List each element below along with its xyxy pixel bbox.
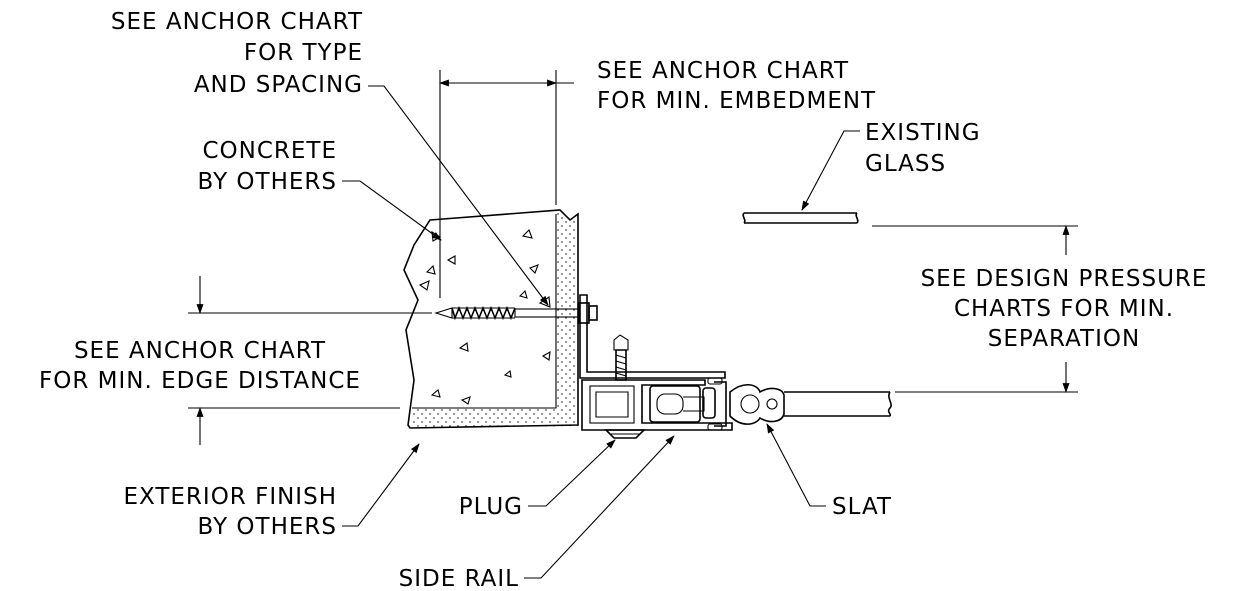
label-glass-line1: EXISTING (865, 120, 981, 146)
annotation-labels: SEE ANCHOR CHART FOR TYPE AND SPACING SE… (39, 9, 1208, 591)
label-design-line1: SEE DESIGN PRESSURE (921, 266, 1208, 292)
embedment-dimension (439, 70, 574, 298)
separation-dimension (872, 225, 1078, 393)
label-glass-line2: GLASS (865, 151, 946, 177)
label-slat: SLAT (832, 494, 892, 520)
label-design-line3: SEPARATION (988, 326, 1140, 352)
label-embedment-line2: FOR MIN. EMBEDMENT (597, 88, 876, 114)
existing-glass (742, 212, 859, 224)
label-anchor-type-line3: AND SPACING (194, 72, 363, 98)
label-embedment-line1: SEE ANCHOR CHART (597, 58, 849, 84)
label-exterior-line1: EXTERIOR FINISH (123, 484, 337, 510)
slat-panel (784, 391, 892, 417)
label-anchor-type-line2: FOR TYPE (244, 40, 363, 66)
label-design-line2: CHARTS FOR MIN. (954, 296, 1174, 322)
concrete-wall (403, 209, 579, 429)
label-exterior-line2: BY OTHERS (198, 514, 337, 540)
label-anchor-type-line1: SEE ANCHOR CHART (111, 9, 363, 35)
anchor-screw (434, 302, 598, 324)
edge-distance-dimension (188, 276, 432, 445)
leader-lines (342, 85, 860, 579)
label-edge-line1: SEE ANCHOR CHART (74, 338, 326, 364)
side-rail-assembly (579, 294, 785, 439)
label-concrete-line1: CONCRETE (202, 138, 337, 164)
label-edge-line2: FOR MIN. EDGE DISTANCE (39, 368, 361, 394)
label-side-rail: SIDE RAIL (399, 566, 519, 591)
concrete-aggregate-marks (418, 229, 551, 405)
label-plug: PLUG (459, 494, 523, 520)
label-concrete-line2: BY OTHERS (198, 169, 337, 195)
